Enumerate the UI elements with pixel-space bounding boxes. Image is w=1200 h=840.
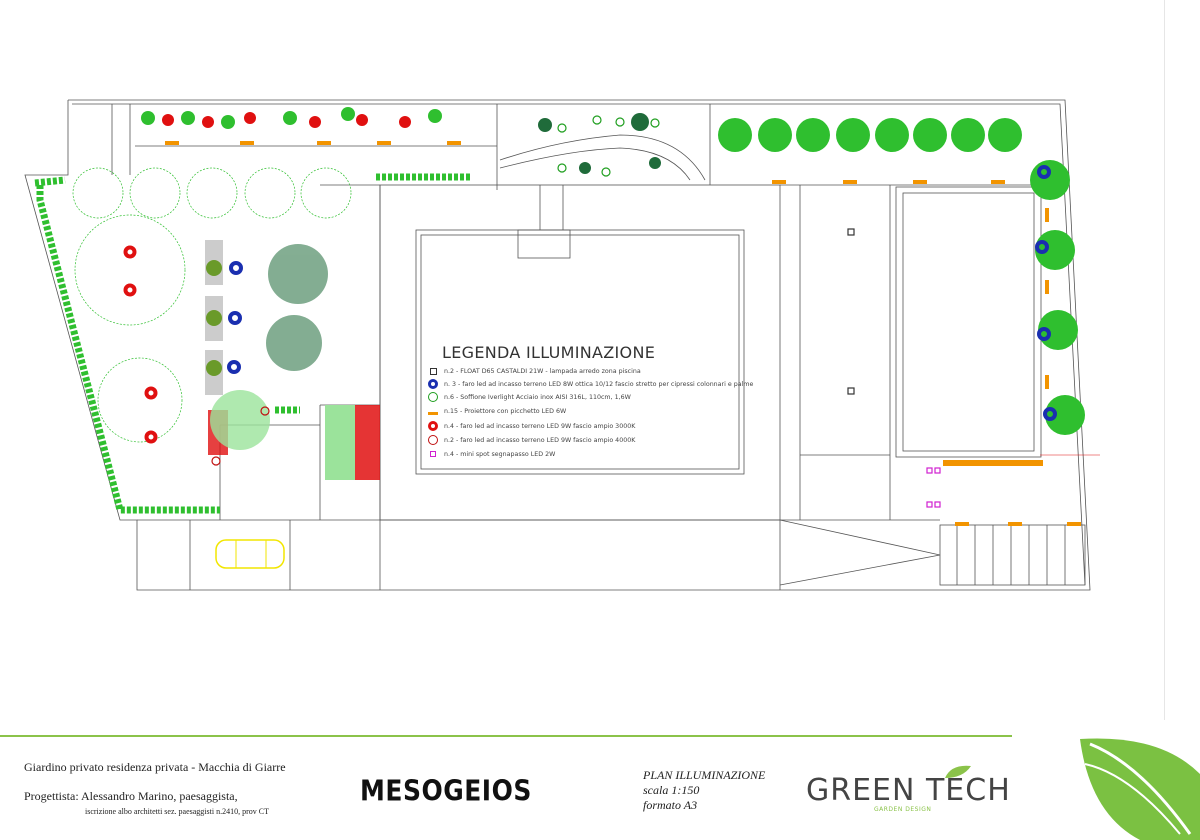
legend-item-mini-spot: n.4 - mini spot segnapasso LED 2W: [428, 447, 555, 461]
plan-name: PLAN ILLUMINAZIONE: [643, 768, 766, 782]
legend-title: LEGENDA ILLUMINAZIONE: [442, 343, 656, 362]
legend-text: n.6 - Soffione Iverlight Acciaio inox AI…: [444, 393, 631, 401]
green-tech-logo: GREEN TECH: [806, 773, 1011, 808]
legend-text: n.4 - faro led ad incasso terreno LED 9W…: [444, 422, 636, 430]
hedge-border: [34, 173, 470, 514]
designer-name: Progettista: Alessandro Marino, paesaggi…: [24, 789, 238, 803]
leaf-icon: [945, 765, 971, 778]
legend-item-projector: n.15 - Proiettore con picchetto LED 6W: [428, 404, 566, 418]
legend-item-soffione: n.6 - Soffione Iverlight Acciaio inox AI…: [428, 390, 631, 404]
large-leaf-icon: [1080, 738, 1200, 840]
legend-text: n.15 - Proiettore con picchetto LED 6W: [444, 407, 567, 415]
page-edge-line: [1164, 0, 1165, 720]
legend-item-wide-spot-4000k: n.2 - faro led ad incasso terreno LED 9W…: [428, 433, 635, 447]
legend-item-wide-spot-3000k: n.4 - faro led ad incasso terreno LED 9W…: [428, 419, 635, 433]
projector-icon: [428, 411, 438, 415]
legend-item-narrow-spot: n. 3 - faro led ad incasso terreno LED 8…: [428, 377, 753, 391]
legend-text: n.2 - faro led ad incasso terreno LED 9W…: [444, 436, 636, 444]
red-spot-icon: [428, 421, 438, 431]
pool-outline: [895, 186, 1042, 458]
plan-format: formato A3: [643, 798, 698, 812]
blue-spot-icon: [428, 379, 438, 389]
plan-scale: scala 1:150: [643, 783, 700, 797]
footer-divider: [0, 735, 1012, 737]
house-interior-outline: [415, 229, 745, 475]
project-title: Giardino privato residenza privata - Mac…: [24, 760, 286, 774]
red-ring-icon: [428, 435, 438, 445]
legend-text: n.4 - mini spot segnapasso LED 2W: [444, 450, 556, 458]
mini-spot-icon: [430, 451, 436, 457]
legend-text: n. 3 - faro led ad incasso terreno LED 8…: [444, 380, 754, 388]
car-outline: [215, 539, 285, 569]
garden-site-plan: [24, 99, 1100, 591]
legend-text: n.2 - FLOAT D65 CASTALDI 21W - lampada a…: [444, 367, 641, 375]
mesogeios-logo: MESOGEIOS: [360, 773, 532, 808]
green-tech-subtitle: GARDEN DESIGN: [874, 806, 932, 813]
float-lamp-icon: [430, 367, 437, 375]
registration-info: iscrizione albo architetti sez. paesaggi…: [85, 807, 269, 816]
green-ring-icon: [428, 392, 438, 402]
legend-item-float-lamp: n.2 - FLOAT D65 CASTALDI 21W - lampada a…: [428, 364, 641, 378]
